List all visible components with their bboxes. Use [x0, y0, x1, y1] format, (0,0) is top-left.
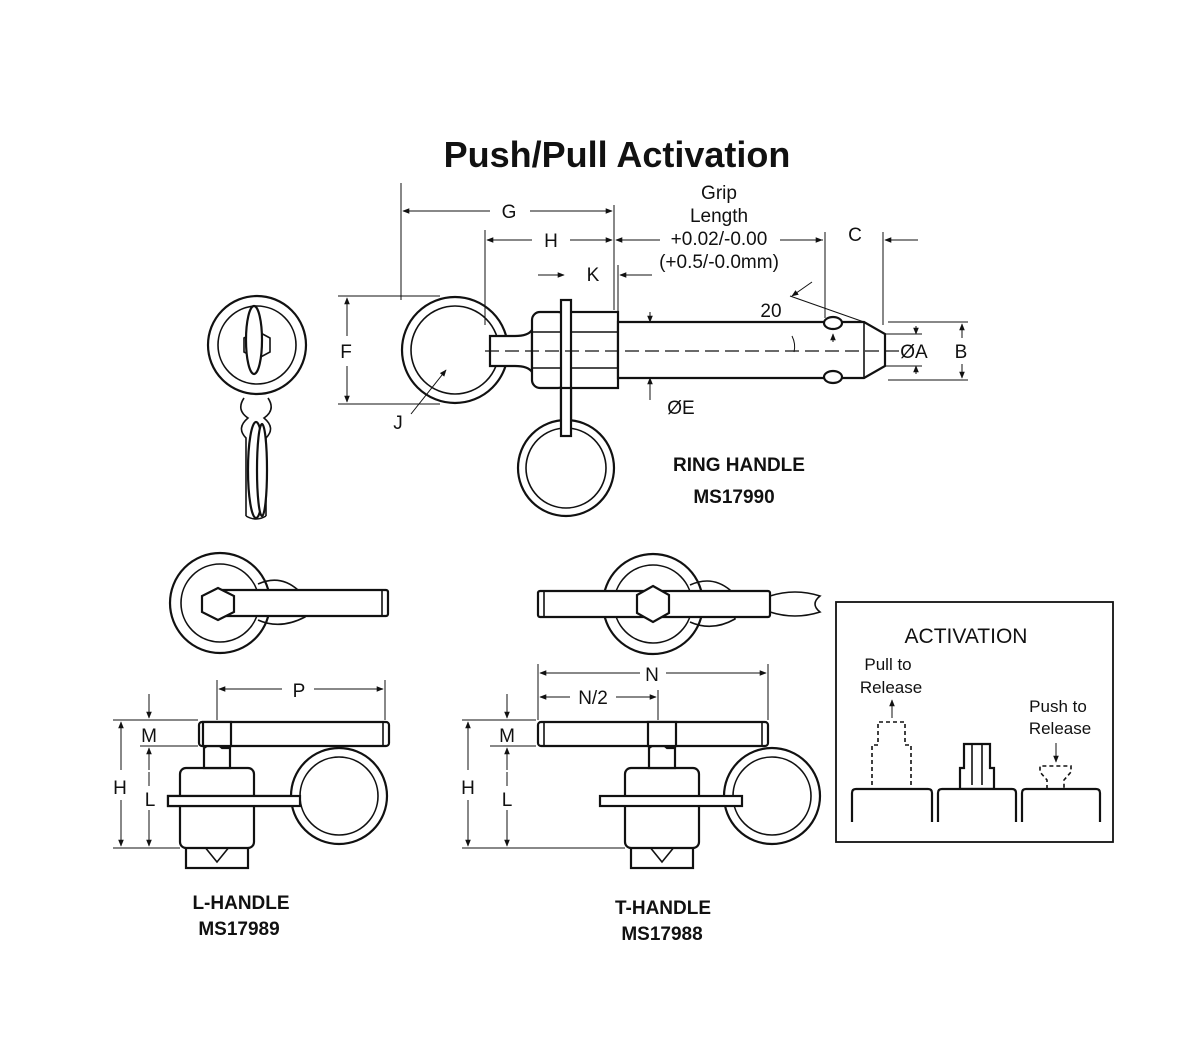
grip-length-line-1: Grip	[701, 183, 737, 204]
label-diameter-E: ØE	[667, 398, 694, 419]
label-G: G	[502, 202, 517, 223]
l-handle-top-view	[168, 551, 390, 655]
t-handle-part-number: MS17988	[621, 924, 702, 945]
label-H: H	[544, 231, 558, 252]
pull-to-release-line-1: Pull to	[864, 655, 911, 674]
push-to-release-line-2: Release	[1029, 719, 1091, 738]
activation-title: ACTIVATION	[905, 625, 1028, 648]
l-handle-caption: L-HANDLE	[192, 893, 289, 914]
ring-handle-caption: RING HANDLE	[673, 455, 805, 476]
l-handle-side-view	[166, 720, 391, 870]
ring-handle-side-view	[400, 295, 905, 518]
grip-length-line-4: (+0.5/-0.0mm)	[659, 252, 779, 273]
grip-length-line-3: +0.02/-0.00	[671, 229, 768, 250]
t-label-N-half: N/2	[578, 688, 608, 709]
l-label-H: H	[113, 778, 127, 799]
label-J: J	[393, 413, 403, 434]
t-handle-side-view	[536, 720, 822, 870]
l-handle-dimensions	[113, 680, 386, 849]
page-title: Push/Pull Activation	[444, 134, 791, 175]
t-handle-caption: T-HANDLE	[615, 898, 711, 919]
t-handle-dimensions	[462, 664, 769, 849]
label-angle: 20	[760, 301, 781, 322]
pull-to-release-line-2: Release	[860, 678, 922, 697]
t-label-M: M	[499, 726, 515, 747]
l-label-P: P	[293, 681, 306, 702]
ring-handle-end-view	[206, 294, 308, 520]
ring-handle-part-number: MS17990	[693, 487, 774, 508]
ring-handle-dimensions	[338, 183, 968, 415]
t-label-L: L	[502, 790, 513, 811]
t-handle-top-view	[536, 552, 822, 656]
grip-length-line-2: Length	[690, 206, 748, 227]
t-label-N: N	[645, 665, 659, 686]
label-B: B	[955, 342, 968, 363]
label-K: K	[587, 265, 600, 286]
t-label-H: H	[461, 778, 475, 799]
push-to-release-line-1: Push to	[1029, 697, 1087, 716]
l-label-L: L	[145, 790, 156, 811]
l-label-M: M	[141, 726, 157, 747]
label-F: F	[340, 342, 352, 363]
label-diameter-A: ØA	[900, 342, 928, 363]
label-C: C	[848, 225, 862, 246]
l-handle-part-number: MS17989	[198, 919, 279, 940]
activation-box	[835, 601, 1114, 843]
